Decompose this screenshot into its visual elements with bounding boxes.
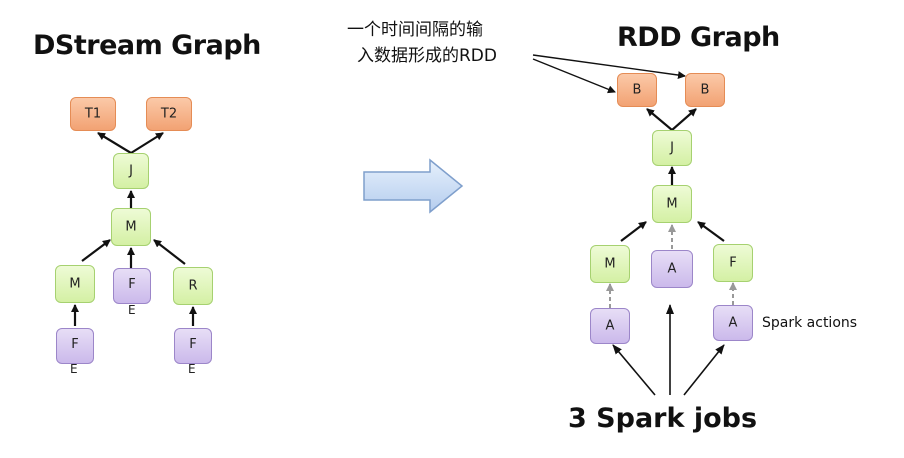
dstream-node-m-top: M — [111, 208, 151, 246]
annotation-line-2: 入数据形成的RDD — [357, 46, 497, 66]
rdd-node-m-left: M — [590, 245, 630, 283]
dstream-node-fe-left-sub: E — [70, 362, 78, 376]
rdd-node-b-left: B — [617, 73, 657, 107]
rdd-node-a-left: A — [590, 308, 630, 344]
dstream-node-t2-label: T2 — [160, 106, 178, 122]
edge-j-to-t2 — [130, 132, 164, 154]
spark-jobs-label: 3 Spark jobs — [568, 403, 758, 434]
rdd-node-a-mid: A — [651, 250, 693, 288]
dstream-node-fe-left-label: F — [71, 337, 79, 352]
dstream-node-m-left-label: M — [69, 276, 81, 292]
dstream-node-t1: T1 — [70, 97, 116, 131]
rdd-node-a-right-label: A — [728, 315, 738, 331]
dstream-node-r-label: R — [188, 278, 198, 294]
dstream-node-fe-right: F — [174, 328, 212, 364]
dstream-graph-title: DStream Graph — [33, 30, 261, 61]
rdd-node-j: J — [652, 130, 692, 166]
dstream-node-fe-right-label: F — [189, 337, 197, 352]
annotation-pointer-right — [532, 54, 686, 80]
rdd-node-a-mid-label: A — [667, 261, 677, 277]
rdd-node-a-right: A — [713, 305, 753, 341]
dstream-node-j-label: J — [129, 163, 133, 179]
dstream-node-t1-label: T1 — [84, 106, 102, 122]
rdd-node-b-left-label: B — [632, 82, 642, 98]
job-arrow-left — [612, 344, 656, 396]
edge-j-to-t1 — [97, 132, 132, 154]
rdd-node-m-top: M — [652, 185, 692, 223]
dstream-node-r: R — [173, 267, 213, 305]
dstream-node-fe-mid-sub: E — [128, 303, 136, 317]
annotation-line-1: 一个时间间隔的输 — [347, 20, 483, 40]
edge-r-to-m — [153, 239, 186, 265]
rdd-node-a-left-label: A — [605, 318, 615, 334]
edge-mleft-to-m — [81, 239, 111, 262]
edge-rdd-f-to-m — [697, 221, 725, 242]
edge-rdd-j-to-bright — [671, 108, 697, 131]
rdd-node-f-right: F — [713, 244, 753, 282]
dstream-node-j: J — [113, 153, 149, 189]
rdd-graph-title: RDD Graph — [617, 22, 780, 53]
dstream-node-fe-mid: F — [113, 268, 151, 304]
rdd-node-m-left-label: M — [604, 256, 616, 272]
dstream-node-fe-right-sub: E — [188, 362, 196, 376]
edge-rdd-j-to-bleft — [646, 108, 673, 131]
dstream-node-m-left: M — [55, 265, 95, 303]
spark-actions-label: Spark actions — [762, 315, 858, 331]
edge-rdd-mleft-to-m — [620, 221, 647, 242]
rdd-node-b-right-label: B — [700, 82, 710, 98]
rdd-node-m-top-label: M — [666, 196, 678, 212]
job-arrow-right — [683, 344, 725, 396]
rdd-node-f-right-label: F — [729, 255, 737, 271]
dstream-node-t2: T2 — [146, 97, 192, 131]
dstream-node-m-top-label: M — [125, 219, 137, 235]
dstream-node-fe-left: F — [56, 328, 94, 364]
rdd-node-b-right: B — [685, 73, 725, 107]
rdd-node-j-label: J — [670, 140, 674, 156]
annotation-pointer-left — [532, 58, 616, 94]
transform-arrow-icon — [363, 158, 464, 214]
dstream-node-fe-mid-label: F — [128, 277, 136, 292]
